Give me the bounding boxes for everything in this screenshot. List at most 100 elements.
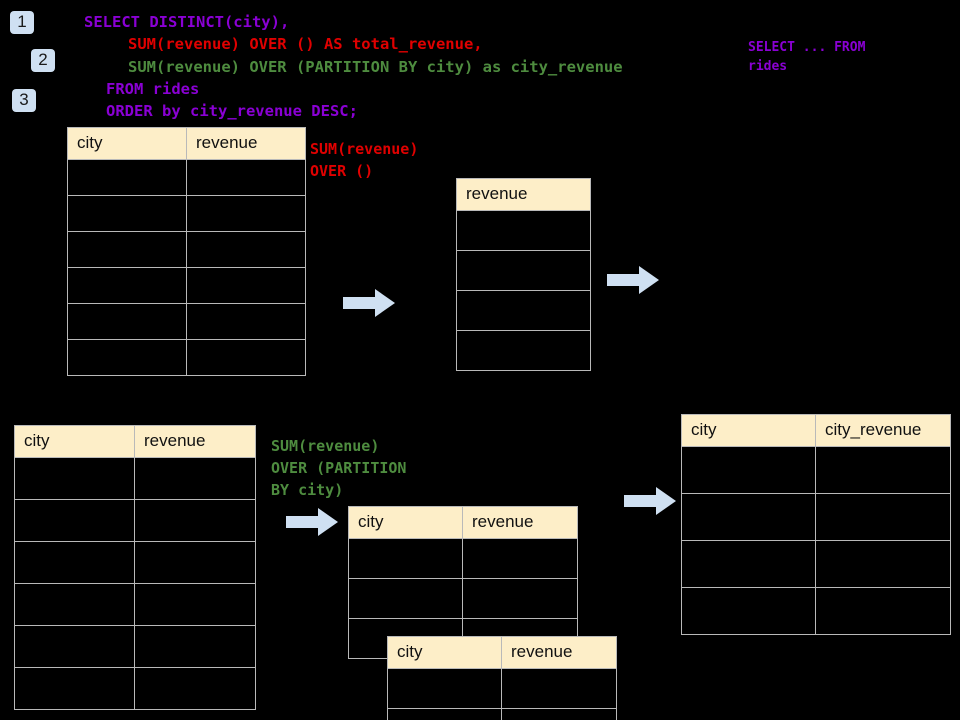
sql-line-sum-over-empty: SUM(revenue) OVER () AS total_revenue, xyxy=(128,35,483,53)
sql-line-sum-over-partition: SUM(revenue) OVER (PARTITION BY city) as… xyxy=(128,58,623,76)
cell-revenue xyxy=(462,538,578,579)
cell-city xyxy=(14,625,135,668)
column-header-city: city xyxy=(387,636,502,669)
annotation-select-from-rides: SELECT ... FROM rides xyxy=(748,40,866,74)
table-row xyxy=(67,195,306,232)
cell-revenue xyxy=(186,339,306,376)
table-row xyxy=(14,583,256,626)
cell-city xyxy=(67,303,187,340)
arrow-source-to-total xyxy=(343,289,395,317)
arrow-partition-to-final xyxy=(624,487,676,515)
table-header-row: city revenue xyxy=(14,425,256,458)
cell-revenue xyxy=(186,231,306,268)
column-header-revenue: revenue xyxy=(134,425,256,458)
table-row xyxy=(14,667,256,710)
cell-city xyxy=(387,668,502,709)
cell-revenue xyxy=(501,668,617,709)
cell-revenue xyxy=(134,625,256,668)
table-header-row: city revenue xyxy=(348,506,578,539)
cell-revenue xyxy=(186,159,306,196)
table-row xyxy=(681,587,951,635)
table-row xyxy=(348,538,578,579)
cell-city xyxy=(681,493,816,541)
table-row xyxy=(456,330,591,371)
column-header-revenue: revenue xyxy=(186,127,306,160)
cell-revenue xyxy=(134,541,256,584)
cell-city xyxy=(14,583,135,626)
cell-revenue xyxy=(456,290,591,331)
cell-city xyxy=(387,708,502,720)
column-header-city: city xyxy=(14,425,135,458)
cell-city xyxy=(14,499,135,542)
cell-revenue xyxy=(134,583,256,626)
table-row xyxy=(67,339,306,376)
cell-revenue xyxy=(456,330,591,371)
table-row xyxy=(456,250,591,291)
table-final-result: city city_revenue xyxy=(681,414,951,635)
annotation-sum-over-partition: SUM(revenue) OVER (PARTITION BY city) xyxy=(271,437,407,499)
cell-city-revenue xyxy=(815,493,951,541)
column-header-city: city xyxy=(681,414,816,447)
cell-revenue xyxy=(134,457,256,500)
cell-city xyxy=(348,578,463,619)
table-row xyxy=(456,210,591,251)
cell-city xyxy=(67,195,187,232)
cell-city xyxy=(348,538,463,579)
table-row xyxy=(67,303,306,340)
cell-city xyxy=(14,667,135,710)
table-row xyxy=(387,668,617,709)
cell-city-revenue xyxy=(815,540,951,588)
cell-city-revenue xyxy=(815,446,951,494)
cell-city xyxy=(67,267,187,304)
table-row xyxy=(67,231,306,268)
table-row xyxy=(14,499,256,542)
column-header-revenue: revenue xyxy=(456,178,591,211)
column-header-city: city xyxy=(67,127,187,160)
cell-revenue xyxy=(186,303,306,340)
step-badge-1: 1 xyxy=(10,11,34,34)
cell-revenue xyxy=(186,267,306,304)
step-badge-3: 3 xyxy=(12,89,36,112)
cell-city xyxy=(681,446,816,494)
table-row xyxy=(67,267,306,304)
table-row xyxy=(456,290,591,331)
sql-line-order-by: ORDER by city_revenue DESC; xyxy=(106,102,358,120)
step-badge-2: 2 xyxy=(31,49,55,72)
annotation-sum-over-empty: SUM(revenue) OVER () xyxy=(310,140,419,180)
cell-revenue xyxy=(134,667,256,710)
arrow-total-to-final xyxy=(607,266,659,294)
column-header-revenue: revenue xyxy=(462,506,578,539)
sql-line-from-rides: FROM rides xyxy=(106,80,200,98)
cell-revenue xyxy=(456,250,591,291)
cell-revenue xyxy=(501,708,617,720)
cell-city xyxy=(14,541,135,584)
table-row xyxy=(14,625,256,668)
cell-revenue xyxy=(186,195,306,232)
cell-revenue xyxy=(134,499,256,542)
sql-line-select-distinct: SELECT DISTINCT(city), xyxy=(84,13,290,31)
cell-city xyxy=(67,231,187,268)
cell-revenue xyxy=(462,578,578,619)
table-row xyxy=(387,708,617,720)
table-row xyxy=(67,159,306,196)
cell-revenue xyxy=(456,210,591,251)
cell-city xyxy=(67,339,187,376)
table-header-row: revenue xyxy=(456,178,591,211)
table-rides-source-bottom: city revenue xyxy=(14,425,256,710)
cell-city xyxy=(14,457,135,500)
arrow-source-to-partition xyxy=(286,508,338,536)
table-row xyxy=(14,541,256,584)
column-header-revenue: revenue xyxy=(501,636,617,669)
column-header-city: city xyxy=(348,506,463,539)
table-row xyxy=(681,493,951,541)
table-row xyxy=(681,446,951,494)
table-total-revenue-result: revenue xyxy=(456,178,591,371)
cell-city-revenue xyxy=(815,587,951,635)
table-header-row: city city_revenue xyxy=(681,414,951,447)
table-row xyxy=(348,578,578,619)
table-row xyxy=(14,457,256,500)
table-partition-group-front: city revenue xyxy=(387,636,617,720)
column-header-city-revenue: city_revenue xyxy=(815,414,951,447)
cell-city xyxy=(67,159,187,196)
